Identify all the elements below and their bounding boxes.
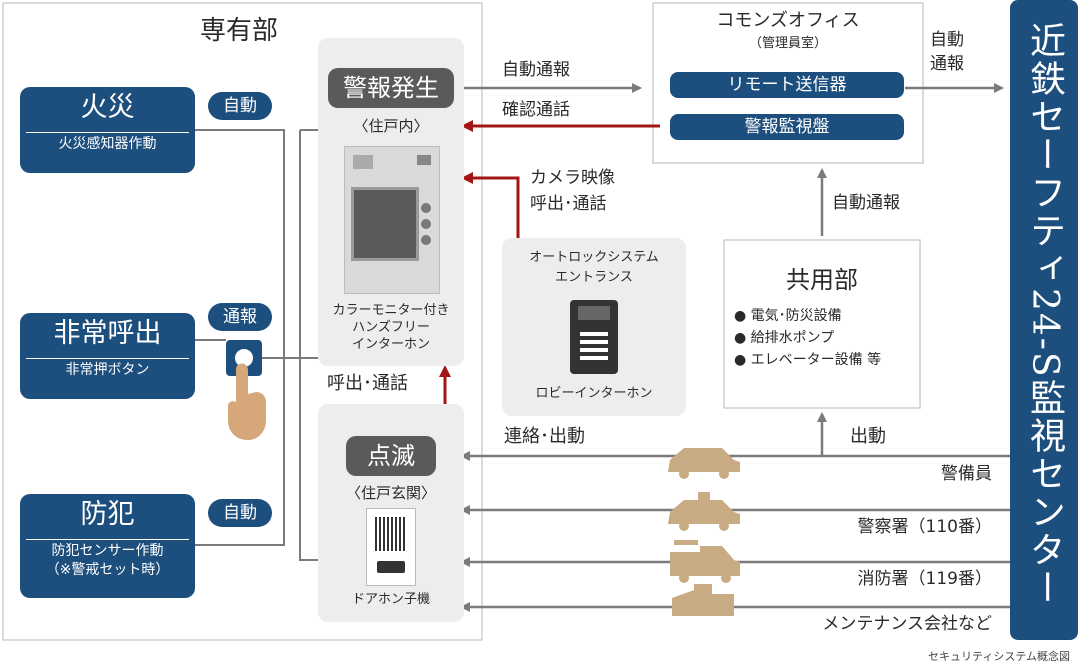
police-car-icon [668, 492, 740, 531]
pointing-hand-icon [228, 363, 266, 440]
arrow-camera [461, 172, 520, 238]
fire-title: 火災 [80, 92, 135, 123]
common-auto-report-label: 自動通報 [832, 193, 900, 213]
door-phone-label: ドアホン子機 [351, 592, 430, 607]
crime-subtitle-2: （※警戒セット時） [45, 562, 170, 578]
responder-police: 警察署（110番） [857, 517, 992, 537]
remote-transmitter: リモート送信器 [670, 72, 904, 98]
common-area-item-1: ● 電気･防災設備 [734, 308, 842, 324]
common-area-frame [723, 239, 921, 409]
report-label: 通報 [930, 54, 964, 74]
building-icon [672, 584, 734, 616]
crime-box: 防犯 防犯センサー作動 （※警戒セット時） [20, 494, 195, 598]
diagram-caption: セキュリティシステム概念図 [927, 650, 1070, 663]
common-area-item-3: ● エレベーター設備 等 [734, 352, 882, 368]
emergency-title: 非常呼出 [53, 318, 162, 349]
fire-auto-badge: 自動 [208, 92, 272, 120]
private-area-frame [2, 2, 483, 641]
crime-title: 防犯 [80, 499, 135, 530]
common-area-item-2: ● 給排水ポンプ [734, 330, 835, 346]
responder-maintenance: メンテナンス会社など [822, 614, 992, 634]
fire-box: 火災 火災感知器作動 [20, 87, 195, 173]
alarm-occurred-label: 警報発生 [328, 68, 454, 108]
dispatch-label: 出動 [850, 426, 886, 447]
monitor-caption-2: ハンズフリー [352, 320, 430, 335]
commons-office-frame [652, 2, 924, 164]
lobby-intercom-label: ロビーインターホン [535, 386, 653, 401]
lobby-intercom-icon [570, 300, 618, 374]
confirm-call-label: 確認通話 [502, 100, 570, 120]
monitor-caption-1: カラーモニター付き [332, 303, 450, 318]
fire-subtitle: 火災感知器作動 [58, 136, 157, 152]
emergency-subtitle: 非常押ボタン [65, 362, 150, 378]
guard-car-icon [668, 448, 740, 479]
contact-dispatch-label: 連絡･出動 [504, 426, 585, 447]
fire-truck-icon [670, 540, 740, 583]
camera-label-1: カメラ映像 [530, 168, 615, 188]
emergency-report-badge: 通報 [208, 303, 272, 331]
responder-guard: 警備員 [941, 464, 992, 484]
lobby-title-2: エントランス [555, 270, 633, 285]
lobby-title-1: オートロックシステム [529, 250, 659, 265]
call-label: 呼出･通話 [327, 373, 408, 394]
crime-subtitle-1: 防犯センサー作動 [51, 543, 164, 559]
monitor-caption-3: インターホン [351, 337, 430, 352]
responder-fire-dept: 消防署（119番） [857, 569, 992, 589]
commons-office-subtitle: （管理員室） [748, 36, 827, 51]
camera-label-2: 呼出･通話 [530, 194, 607, 214]
alarm-monitor-panel: 警報監視盤 [670, 114, 904, 140]
sensor-bus-lines [195, 129, 318, 561]
commons-office-title: コモンズオフィス [716, 10, 860, 31]
monitoring-center-name: 近鉄セーフティ24-S監視センター [1024, 22, 1065, 607]
indoor-location-label: 〈住戸内〉 [353, 117, 429, 135]
entrance-location-label: 〈住戸玄関〉 [345, 484, 436, 502]
auto-label: 自動 [930, 30, 964, 50]
flash-label: 点滅 [346, 436, 436, 476]
common-area-title: 共用部 [786, 266, 858, 294]
auto-report-label: 自動通報 [502, 60, 570, 80]
monitoring-center-bar: 近鉄セーフティ24-S監視センター [1010, 0, 1078, 640]
crime-auto-badge: 自動 [208, 499, 272, 527]
intercom-monitor-icon [344, 146, 440, 294]
door-phone-icon [366, 508, 416, 586]
emergency-call-box: 非常呼出 非常押ボタン [20, 313, 195, 399]
private-area-title: 専有部 [200, 16, 279, 46]
